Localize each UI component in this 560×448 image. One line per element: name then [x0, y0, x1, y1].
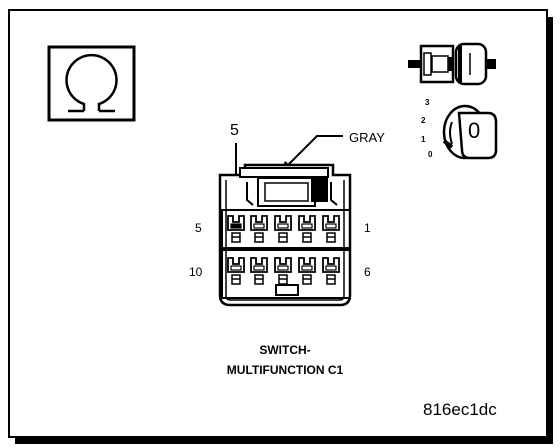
- pin-cavity-3: [274, 215, 292, 243]
- pin-cavity-1: [322, 215, 340, 243]
- pin-label-top-right: 1: [364, 221, 371, 235]
- ignition-pos-1: 1: [421, 135, 426, 144]
- ignition-key-icon: [442, 104, 498, 160]
- pin-label-top-left: 5: [195, 221, 202, 235]
- pin-cavity-2: [298, 215, 316, 243]
- reference-code: 816ec1dc: [423, 400, 497, 419]
- ignition-pos-3: 3: [425, 98, 430, 107]
- pin-cavity-8: [274, 257, 292, 285]
- pin-cavity-7: [298, 257, 316, 285]
- gray-label: GRAY: [349, 130, 385, 145]
- connector-plug-icon: [408, 42, 496, 86]
- ignition-key-position: 0: [468, 118, 481, 143]
- ohm-icon: [47, 45, 136, 122]
- pin-label-bottom-right: 6: [364, 265, 371, 279]
- ignition-pos-0: 0: [428, 150, 433, 159]
- pin-cavity-10: [227, 257, 245, 285]
- pin-cavity-9: [250, 257, 268, 285]
- pin-label-bottom-left: 10: [189, 265, 203, 279]
- pin-cavity-4: [250, 215, 268, 243]
- pin-cavity-6: [322, 257, 340, 285]
- highlight-pin-label: 5: [230, 122, 239, 139]
- caption-line-2: MULTIFUNCTION C1: [226, 363, 344, 377]
- pin-cavity-5: [227, 215, 245, 243]
- caption-line-1: SWITCH-: [259, 343, 311, 357]
- ignition-pos-2: 2: [421, 116, 426, 125]
- connector-pins: [227, 215, 340, 285]
